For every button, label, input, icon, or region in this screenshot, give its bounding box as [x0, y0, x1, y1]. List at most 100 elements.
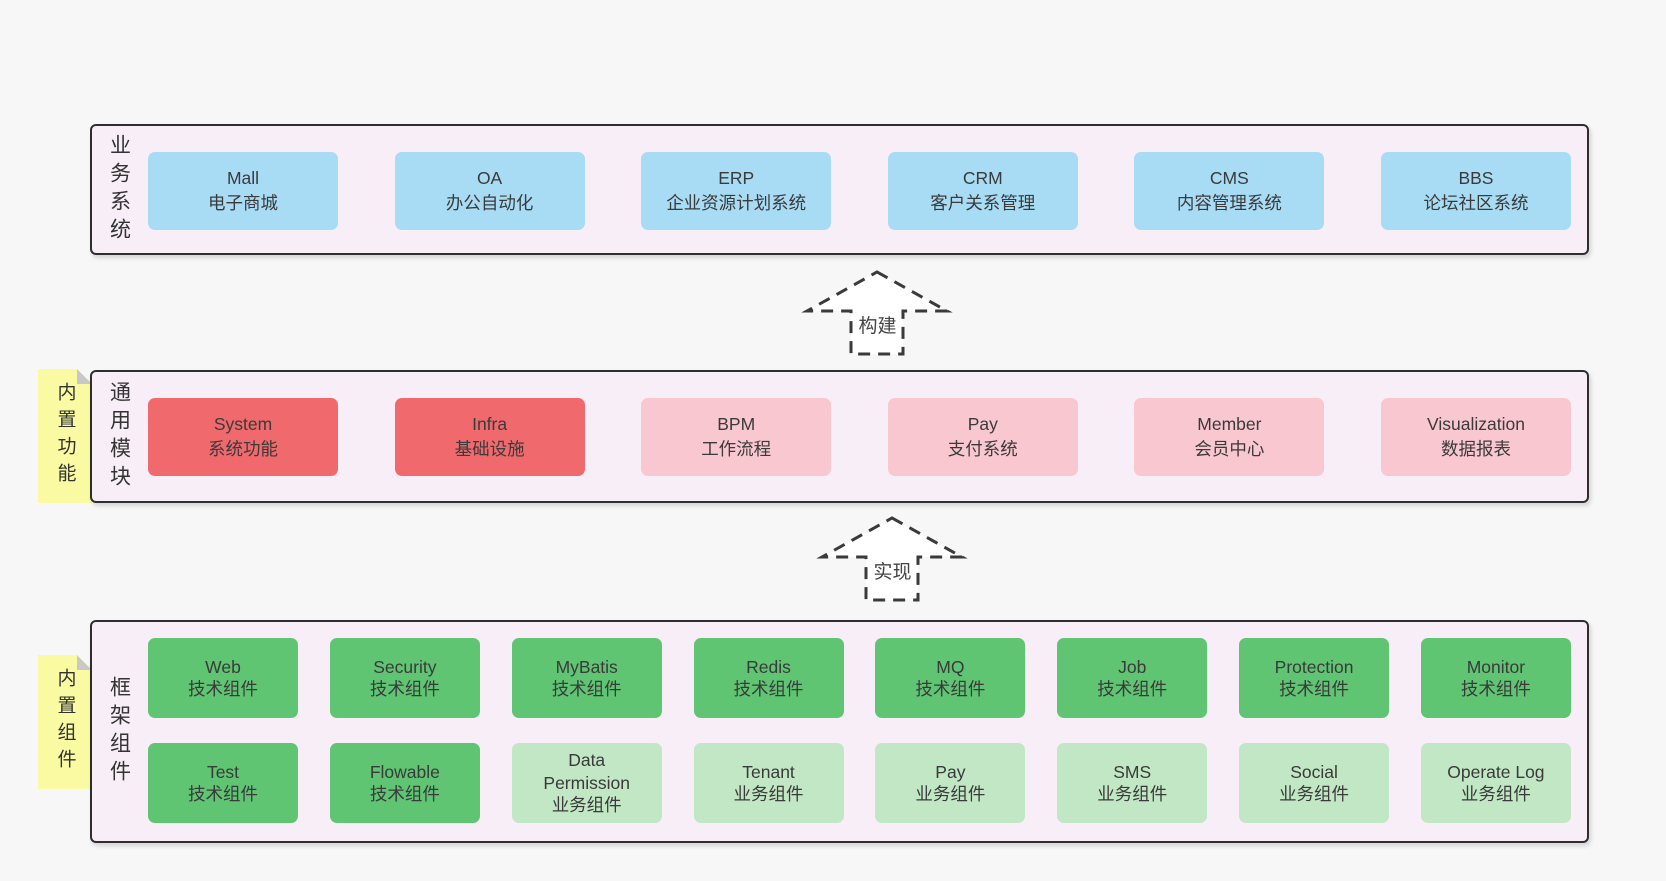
- box-desc: 基础设施: [454, 439, 525, 459]
- sticky-note-built-in-features: 内置功能: [38, 369, 92, 503]
- box-crm: CRM 客户关系管理: [887, 152, 1078, 230]
- box-redis: Redis 技术组件: [693, 638, 844, 718]
- panel-side-label: 框架组件: [96, 622, 142, 841]
- box-name: MyBatis: [555, 656, 618, 677]
- box-cms: CMS 内容管理系统: [1134, 152, 1325, 230]
- box-desc: 业务组件: [1097, 784, 1168, 804]
- box-desc: 技术组件: [733, 679, 804, 699]
- box-desc: 技术组件: [1097, 679, 1168, 699]
- box-desc: 业务组件: [551, 795, 622, 816]
- box-desc: 技术组件: [915, 679, 986, 699]
- box-name: Flowable: [369, 761, 440, 782]
- box-desc: 技术组件: [551, 679, 622, 699]
- box-monitor: Monitor 技术组件: [1420, 638, 1571, 718]
- box-flowable: Flowable 技术组件: [329, 743, 480, 823]
- box-desc: 业务组件: [1460, 784, 1531, 804]
- box-desc: 技术组件: [188, 679, 258, 699]
- arrow-label: 构建: [855, 311, 900, 338]
- box-mq: MQ 技术组件: [875, 638, 1026, 718]
- box-data-permission: Data Permission 业务组件: [511, 743, 662, 823]
- box-bpm: BPM 工作流程: [641, 398, 832, 476]
- sticky-label: 内置功能: [54, 382, 76, 490]
- box-name: ERP: [718, 168, 755, 188]
- box-name: Job: [1118, 656, 1147, 677]
- box-desc: 技术组件: [369, 784, 440, 804]
- box-visualization: Visualization 数据报表: [1380, 398, 1571, 476]
- box-infra: Infra 基础设施: [394, 398, 585, 476]
- box-name: Mall: [226, 168, 260, 188]
- box-test: Test 技术组件: [148, 743, 298, 823]
- box-member: Member 会员中心: [1134, 398, 1325, 476]
- box-name: Security: [373, 656, 437, 677]
- box-desc: 论坛社区系统: [1423, 193, 1529, 213]
- box-desc: 技术组件: [369, 679, 440, 699]
- box-name: Data Permission: [543, 750, 630, 793]
- sticky-label: 内置组件: [54, 668, 76, 776]
- box-bbs: BBS 论坛社区系统: [1380, 152, 1571, 230]
- box-desc: 系统功能: [208, 439, 278, 459]
- panel-side-label-text: 框架组件: [107, 675, 131, 788]
- box-mall: Mall 电子商城: [148, 152, 338, 230]
- box-name: CRM: [962, 168, 1003, 188]
- box-protection: Protection 技术组件: [1239, 638, 1390, 718]
- box-name: Pay: [967, 414, 998, 434]
- box-name: Visualization: [1427, 414, 1525, 434]
- box-pay: Pay 支付系统: [887, 398, 1078, 476]
- box-name: Social: [1290, 761, 1338, 782]
- panel-business-systems: 业务系统 Mall 电子商城 OA 办公自动化 ERP 企业资源计划系统 CRM…: [90, 124, 1589, 255]
- box-desc: 客户关系管理: [930, 193, 1036, 213]
- box-name: Infra: [472, 414, 508, 434]
- box-name: SMS: [1113, 761, 1152, 782]
- box-oa: OA 办公自动化: [394, 152, 585, 230]
- panel-framework-components: 框架组件 Web 技术组件 Security 技术组件 MyBatis 技术组件…: [90, 620, 1589, 843]
- box-desc: 业务组件: [733, 784, 804, 804]
- box-desc: 电子商城: [208, 193, 278, 213]
- box-name: MQ: [936, 656, 965, 677]
- box-name: Member: [1197, 414, 1262, 434]
- dashed-up-arrow-implement: 实现: [815, 512, 970, 604]
- sticky-note-built-in-components: 内置组件: [38, 655, 92, 789]
- box-desc: 办公自动化: [445, 193, 534, 213]
- box-operate-log: Operate Log 业务组件: [1420, 743, 1571, 823]
- box-security: Security 技术组件: [329, 638, 480, 718]
- arrow-label: 实现: [870, 557, 915, 584]
- box-name: OA: [476, 168, 503, 188]
- box-name: Web: [205, 656, 241, 677]
- components-row-2: Test 技术组件 Flowable 技术组件 Data Permission …: [148, 743, 1571, 823]
- box-pay-business: Pay 业务组件: [875, 743, 1026, 823]
- box-name: Tenant: [742, 761, 795, 782]
- box-desc: 业务组件: [915, 784, 986, 804]
- box-name: System: [213, 414, 273, 434]
- box-desc: 数据报表: [1440, 439, 1511, 459]
- box-desc: 技术组件: [188, 784, 258, 804]
- components-row-1: Web 技术组件 Security 技术组件 MyBatis 技术组件 Redi…: [148, 638, 1571, 718]
- box-name: Test: [206, 761, 240, 782]
- box-desc: 技术组件: [1279, 679, 1350, 699]
- panel-side-label: 通用模块: [96, 372, 142, 501]
- box-social: Social 业务组件: [1239, 743, 1390, 823]
- panel-side-label-text: 业务系统: [107, 133, 131, 246]
- dashed-up-arrow-build: 构建: [800, 266, 955, 358]
- business-boxes-row: Mall 电子商城 OA 办公自动化 ERP 企业资源计划系统 CRM 客户关系…: [148, 152, 1571, 230]
- box-system: System 系统功能: [148, 398, 338, 476]
- box-desc: 业务组件: [1279, 784, 1350, 804]
- box-desc: 会员中心: [1194, 439, 1265, 459]
- box-tenant: Tenant 业务组件: [693, 743, 844, 823]
- box-desc: 支付系统: [947, 439, 1018, 459]
- box-name: Redis: [746, 656, 791, 677]
- box-name: CMS: [1209, 168, 1249, 188]
- box-name: BBS: [1458, 168, 1494, 188]
- box-name: Pay: [935, 761, 966, 782]
- box-name: Operate Log: [1447, 761, 1545, 782]
- box-desc: 技术组件: [1460, 679, 1531, 699]
- box-mybatis: MyBatis 技术组件: [511, 638, 662, 718]
- box-name: Protection: [1274, 656, 1354, 677]
- panel-common-modules: 通用模块 System 系统功能 Infra 基础设施 BPM 工作流程 Pay…: [90, 370, 1589, 503]
- panel-side-label: 业务系统: [96, 126, 142, 253]
- box-job: Job 技术组件: [1057, 638, 1208, 718]
- box-erp: ERP 企业资源计划系统: [641, 152, 832, 230]
- box-desc: 工作流程: [701, 439, 772, 459]
- modules-boxes-row: System 系统功能 Infra 基础设施 BPM 工作流程 Pay 支付系统…: [148, 398, 1571, 476]
- box-web: Web 技术组件: [148, 638, 298, 718]
